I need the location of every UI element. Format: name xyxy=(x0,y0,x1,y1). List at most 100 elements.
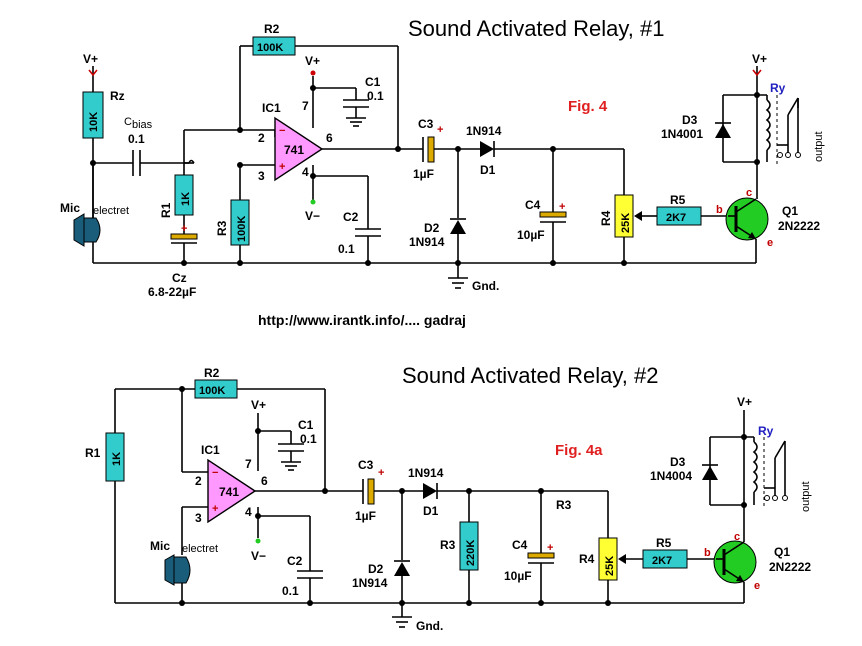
d2-label-2: D2 xyxy=(368,562,384,576)
d1-label: D1 xyxy=(480,163,496,177)
vplus-left-1: V+ xyxy=(83,52,98,92)
c1-value-2: 0.1 xyxy=(300,432,317,446)
cz-value: 6.8-22µF xyxy=(148,285,196,299)
c3-capacitor-2 xyxy=(367,478,375,505)
vplus-label: V+ xyxy=(83,52,98,66)
circuit-1: Sound Activated Relay, #1 Fig. 4 V+ 10K … xyxy=(60,16,825,299)
svg-text:+: + xyxy=(378,467,384,479)
pin6-label-2: 6 xyxy=(261,474,268,488)
c3-value: 1µF xyxy=(413,167,434,181)
c2-value-2: 0.1 xyxy=(282,584,299,598)
svg-text:+: + xyxy=(437,124,443,136)
circuit-1-fig-label: Fig. 4 xyxy=(568,98,608,115)
cbias-value: 0.1 xyxy=(128,132,145,146)
pin4-label: 4 xyxy=(302,165,309,179)
circuit-2: Sound Activated Relay, #2 Fig. 4a 1K R1 … xyxy=(85,363,812,633)
c3-label: C3 xyxy=(418,117,434,131)
c2-label: C2 xyxy=(343,210,359,224)
r2-label-2: R2 xyxy=(204,366,220,380)
circuit-1-title: Sound Activated Relay, #1 xyxy=(408,16,664,41)
ic1-label: IC1 xyxy=(262,101,281,115)
svg-text:+: + xyxy=(559,201,565,213)
r4-label: R4 xyxy=(599,210,613,226)
r1-value-2: 1K xyxy=(111,452,123,466)
d2-diode-2 xyxy=(394,562,410,576)
d3-diode xyxy=(715,124,731,138)
pin2-label-2: 2 xyxy=(195,474,202,488)
r5-label: R5 xyxy=(670,193,686,207)
c1-label-2: C1 xyxy=(298,418,314,432)
q1-emitter-label-2: e xyxy=(754,580,760,592)
r1-label-2: R1 xyxy=(85,446,101,460)
r4-label-2: R4 xyxy=(579,552,595,566)
c1-label: C1 xyxy=(365,75,381,89)
circuit-2-title: Sound Activated Relay, #2 xyxy=(402,363,658,388)
pin3-label-2: 3 xyxy=(195,511,202,525)
c4-value: 10µF xyxy=(517,228,545,242)
c3-capacitor xyxy=(427,136,435,163)
c2-label-2: C2 xyxy=(287,554,303,568)
q1-collector-label: c xyxy=(746,187,752,199)
r1-value: 1K xyxy=(180,192,192,206)
mic-sub: electret xyxy=(93,205,129,217)
d3-value: 1N4001 xyxy=(661,127,703,141)
c4-label: C4 xyxy=(525,198,541,212)
c4-capacitor-2 xyxy=(527,552,555,559)
d1-label-2: D1 xyxy=(423,504,439,518)
d3-value-2: 1N4004 xyxy=(650,469,692,483)
ry-coil xyxy=(765,99,771,151)
cz-label: Cz xyxy=(172,271,187,285)
d3-diode-2 xyxy=(702,466,718,480)
pin3-label: 3 xyxy=(258,169,265,183)
vminus-label: V− xyxy=(305,209,320,223)
output-label: output xyxy=(813,131,825,162)
svg-text:+: + xyxy=(181,223,187,235)
pin7-label: 7 xyxy=(302,99,309,113)
c2-value: 0.1 xyxy=(338,242,355,256)
mic-electret-icon-2 xyxy=(164,554,175,586)
q1-value-2: 2N2222 xyxy=(769,560,811,574)
d1-value: 1N914 xyxy=(466,124,502,138)
pin2-label: 2 xyxy=(258,131,265,145)
d3-label: D3 xyxy=(682,113,698,127)
r4-value: 25K xyxy=(620,213,632,233)
svg-text:+: + xyxy=(547,542,553,554)
mic-label: Mic xyxy=(60,201,80,215)
cz-capacitor xyxy=(170,233,198,240)
r2-value-2: 100K xyxy=(199,385,225,397)
r4-value-2: 25K xyxy=(604,556,616,576)
gnd-label-2: Gnd. xyxy=(416,619,443,633)
q1-label: Q1 xyxy=(782,204,798,218)
mic-electret-icon xyxy=(73,213,85,247)
d1-value-2: 1N914 xyxy=(408,466,444,480)
r5-label-2: R5 xyxy=(656,536,672,550)
q1-collector-label-2: c xyxy=(734,531,740,543)
c4-capacitor xyxy=(539,211,567,218)
ry-coil-2 xyxy=(752,441,758,493)
q1-label-2: Q1 xyxy=(774,545,790,559)
d3-label-2: D3 xyxy=(670,455,686,469)
c4-label-2: C4 xyxy=(512,538,528,552)
vminus-label-2: V− xyxy=(251,549,266,563)
output-label-2: output xyxy=(800,481,812,512)
q1-value: 2N2222 xyxy=(778,219,820,233)
opamp-minus: − xyxy=(279,125,285,137)
r5-value: 2K7 xyxy=(666,212,686,224)
d2-value: 1N914 xyxy=(409,235,445,249)
mic-sub-2: electret xyxy=(182,543,218,555)
pin4-label-2: 4 xyxy=(245,505,252,519)
r3-label: R3 xyxy=(215,220,229,236)
circuit-2-fig-label: Fig. 4a xyxy=(555,442,603,459)
c3-label-2: C3 xyxy=(358,458,374,472)
source-url: http://www.irantk.info/.... gadraj xyxy=(258,312,466,328)
r5-value-2: 2K7 xyxy=(652,555,672,567)
d2-diode xyxy=(450,220,466,234)
mic-label-2: Mic xyxy=(150,539,170,553)
ic1-opamp xyxy=(274,116,324,182)
pin6-label: 6 xyxy=(326,131,333,145)
vplus-opamp-2: V+ xyxy=(251,398,266,412)
cbias-sub: bias xyxy=(132,119,153,131)
cbias-label: C xyxy=(124,116,132,128)
r3-value-2: 220K xyxy=(465,540,477,566)
ic1-value: 741 xyxy=(284,143,304,157)
